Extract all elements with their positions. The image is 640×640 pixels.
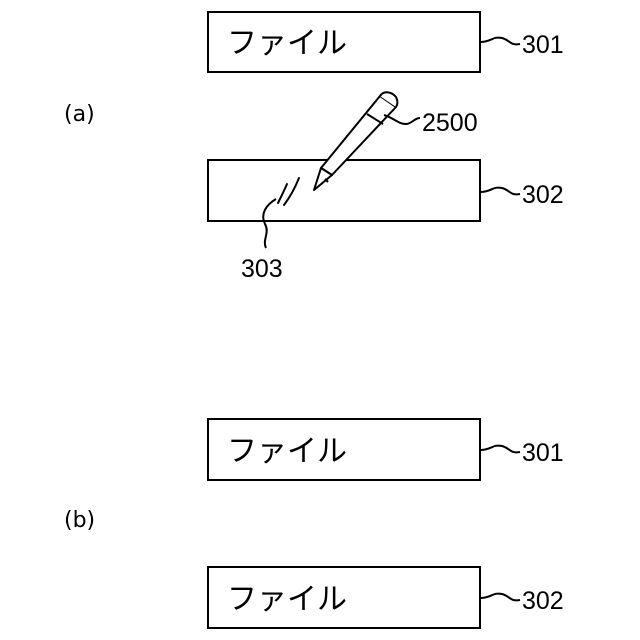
file-box-301-a-text: ファイル — [227, 26, 347, 61]
leader-302-a — [480, 188, 520, 195]
ref-303: 303 — [241, 255, 283, 283]
leader-302-b — [480, 594, 520, 601]
panel-b-label: (b) — [64, 508, 95, 533]
leader-301-b — [480, 446, 520, 453]
input-box-302-a — [208, 160, 480, 221]
leader-2500 — [384, 115, 420, 124]
panel-a-label: (a) — [64, 102, 95, 127]
ref-302-b: 302 — [522, 587, 564, 615]
file-box-302-b-text: ファイル — [227, 582, 347, 617]
ref-301-a: 301 — [522, 31, 564, 59]
ref-301-b: 301 — [522, 439, 564, 467]
ref-2500: 2500 — [422, 109, 478, 137]
file-box-301-b-text: ファイル — [227, 434, 347, 469]
panel-a: (a) ファイル 301 302 303 2500 — [64, 12, 564, 283]
panel-b: (b) ファイル 301 ファイル 302 — [64, 419, 564, 628]
leader-301-a — [480, 38, 520, 45]
ref-302-a: 302 — [522, 181, 564, 209]
